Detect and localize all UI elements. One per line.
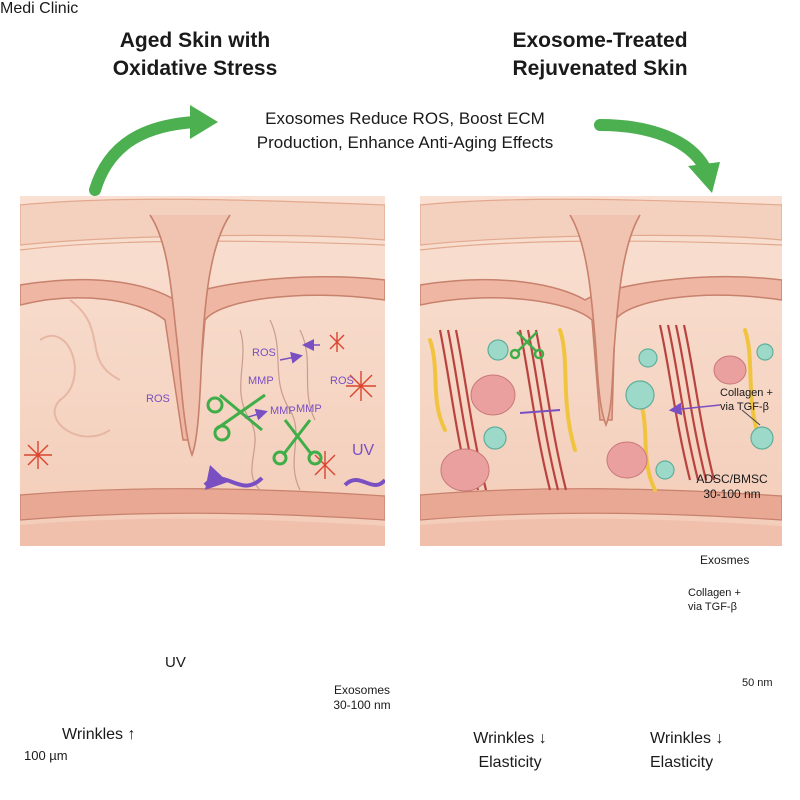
center-caption: Exosomes Reduce ROS, Boost ECM Productio… bbox=[256, 109, 554, 152]
aged-skin-cross-section bbox=[20, 196, 385, 546]
inset-caption-left: Exosomes 30-100 nm bbox=[333, 683, 391, 712]
ros-label-2: ROS bbox=[252, 347, 276, 359]
arrow-left-curve bbox=[89, 105, 218, 196]
rejuvenated-skin-cross-section bbox=[420, 196, 782, 546]
scale-bar-left: Medi Clinic Aged Skin with Oxidative Str… bbox=[0, 0, 773, 771]
right-panel-title: Exosome-Treated Rejuvenated Skin bbox=[512, 29, 688, 80]
ros-burst bbox=[24, 332, 376, 479]
collagen-label-top: Collagen + via TGF-β bbox=[720, 387, 773, 413]
medi-clinic-logo: Medi Clinic bbox=[0, 0, 79, 17]
ros-label-1: ROS bbox=[146, 393, 170, 405]
mmp-label-2: MMP bbox=[270, 405, 296, 417]
inset-collagen-label: Collagen + via TGF-β bbox=[688, 587, 741, 613]
uv-label: UV bbox=[352, 442, 375, 459]
adsc-label: ADSC/BMSC 30-100 nm bbox=[696, 472, 768, 501]
inset-exosomes-label: Exosmes bbox=[700, 553, 750, 567]
scissors-icon bbox=[206, 393, 323, 466]
mmp-label-1: MMP bbox=[248, 375, 274, 387]
wrinkles-up-label: Wrinkles ↑ bbox=[62, 726, 136, 743]
exosome-vesicles bbox=[483, 339, 774, 480]
scale-bar-right-label: 50 nm bbox=[742, 677, 773, 689]
wrinkles-down-label-2: Wrinkles ↓ Elasticity bbox=[650, 730, 724, 771]
arrow-right-curve bbox=[594, 119, 720, 193]
wrinkles-down-label-1: Wrinkles ↓ Elasticity bbox=[473, 730, 547, 771]
ros-label-3: ROS bbox=[330, 375, 354, 387]
scale-bar-right: Medi Clinic Aged Skin with Oxidative Str… bbox=[0, 0, 773, 771]
person-uv-label: UV bbox=[165, 654, 186, 671]
mmp-label-3: MMP bbox=[296, 403, 322, 415]
left-panel-title: Aged Skin with Oxidative Stress bbox=[112, 29, 278, 80]
scale-bar-left-label: 100 µm bbox=[24, 748, 68, 763]
